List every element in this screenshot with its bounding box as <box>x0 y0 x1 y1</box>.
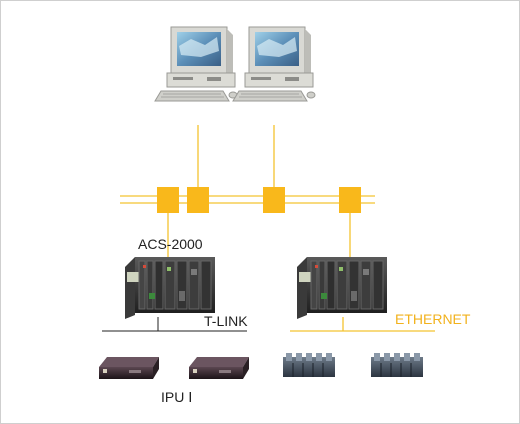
plc-rack-2 <box>297 257 387 319</box>
io-device-1 <box>283 353 335 377</box>
ethernet-label: ETHERNET <box>395 311 471 327</box>
ipu-label: IPU Ⅰ <box>161 389 193 405</box>
acs-2000-label: ACS-2000 <box>138 236 203 252</box>
ipu-device-2 <box>189 357 249 379</box>
plc-rack-1 <box>125 257 215 319</box>
node-box-2 <box>187 187 209 213</box>
tlink-bus <box>102 317 247 332</box>
workstation-1 <box>154 26 238 102</box>
node-box-1 <box>157 187 179 213</box>
node-box-4 <box>339 187 361 213</box>
node-box-3 <box>263 187 285 213</box>
tlink-label: T-LINK <box>204 313 248 329</box>
network-nodes <box>157 187 361 213</box>
io-device-2 <box>371 353 423 377</box>
workstation-2 <box>232 26 316 102</box>
ipu-device-1 <box>99 357 159 379</box>
